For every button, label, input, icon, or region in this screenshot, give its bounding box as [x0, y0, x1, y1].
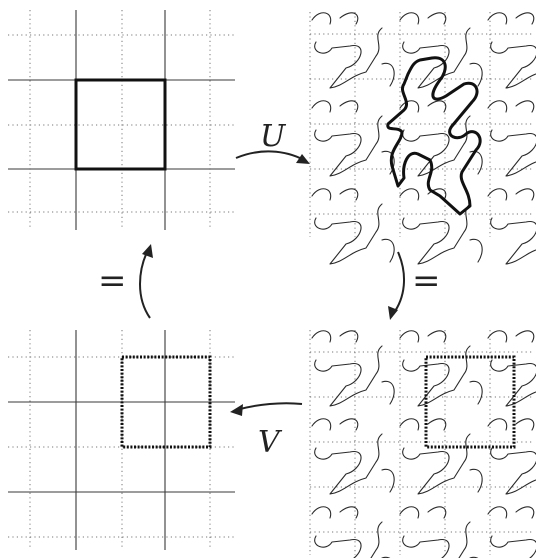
arrowhead-icon [230, 404, 243, 416]
label-u: U [260, 119, 287, 154]
unit-cell-square [76, 80, 165, 169]
tile-curves [312, 13, 536, 264]
tile-curve [400, 419, 482, 494]
panel-bottom-right [310, 330, 536, 558]
arrowhead-icon [296, 154, 310, 164]
arrow-v [230, 403, 302, 416]
tile-curve [312, 419, 394, 494]
label-v: V [258, 425, 283, 460]
lattice-dotted-lines [310, 330, 532, 555]
tile-curve [488, 419, 536, 494]
tile-curve [488, 101, 536, 176]
tile-curve [400, 331, 482, 406]
equals-left: = [98, 261, 127, 301]
tile-curve [488, 13, 536, 88]
tile-curve [400, 101, 482, 176]
panel-top-right [310, 12, 536, 264]
tile-curve [488, 331, 536, 406]
tile-curve [312, 101, 394, 176]
tile-curves [312, 331, 536, 558]
lattice-dotted-lines [310, 12, 532, 237]
tile-curve [312, 189, 394, 264]
arrow-equals-left [140, 244, 153, 318]
arrowhead-icon [142, 244, 153, 258]
panel-bottom-left [8, 330, 235, 550]
tile-curve [488, 189, 536, 264]
panel-top-left [8, 10, 235, 230]
tile-curve [312, 331, 394, 406]
equals-right: = [412, 261, 441, 301]
tile-curve [312, 13, 394, 88]
lattice-dotted-lines [8, 10, 235, 230]
